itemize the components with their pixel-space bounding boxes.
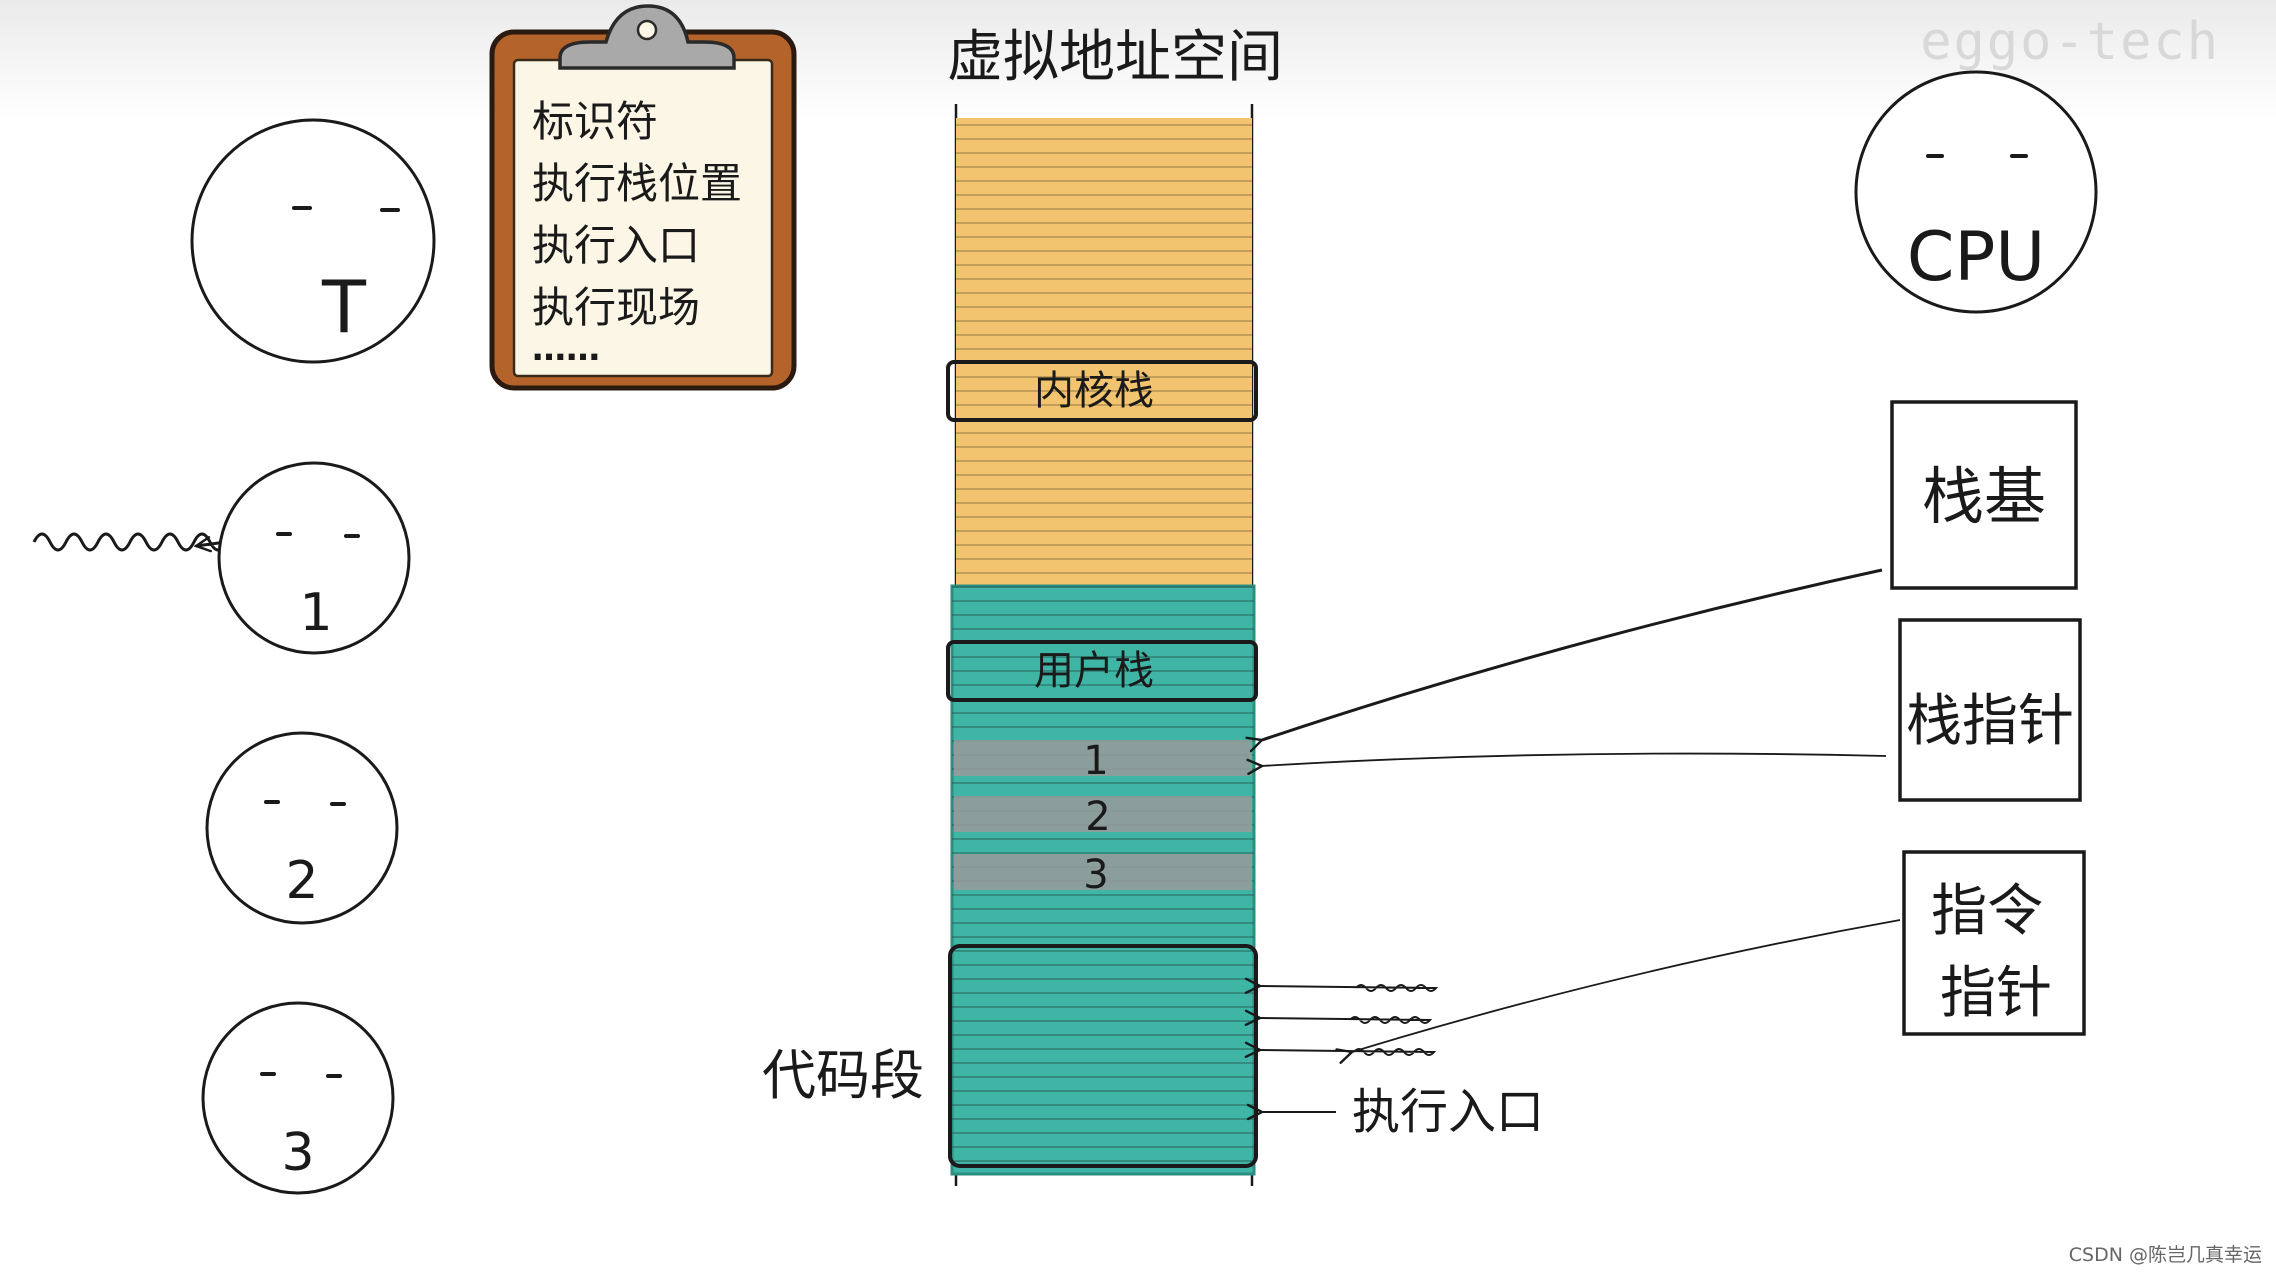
stack-frame-1-band xyxy=(954,740,1252,776)
stack-frame-2: 2 xyxy=(954,794,1252,840)
clipboard-item-context: 执行现场 xyxy=(532,283,700,332)
instruction-pointer-arrow xyxy=(1352,919,1901,1052)
register-stack-pointer-label: 栈指针 xyxy=(1906,689,2074,754)
watermark: eggo-tech xyxy=(1920,12,2220,72)
stack-base-arrow xyxy=(1262,568,1883,740)
instruction-squiggle-1 xyxy=(1260,985,1439,991)
kernel-region-lines xyxy=(956,118,1252,588)
register-instruction-pointer: 指令 指针 xyxy=(1902,850,2086,1036)
cpu-label: CPU xyxy=(1907,218,2045,297)
title: 虚拟地址空间 xyxy=(947,25,1283,90)
instruction-squiggle-3 xyxy=(1260,1049,1437,1055)
kernel-stack-box: 内核栈 xyxy=(946,360,1258,422)
thread-main-label: T xyxy=(321,265,367,349)
thread-1-face: 1 xyxy=(217,461,411,655)
user-stack-box: 用户栈 xyxy=(946,640,1258,702)
stack-pointer-arrow xyxy=(1262,752,1887,766)
ip-label-line-2: 指针 xyxy=(1940,961,2052,1026)
register-stack-base: 栈基 xyxy=(1890,400,2078,590)
register-stack-base-label: 栈基 xyxy=(1922,460,2046,533)
kernel-region xyxy=(956,118,1252,588)
thread-main-face: T xyxy=(190,118,436,364)
thread-3-face: 3 xyxy=(201,1001,395,1195)
code-segment-label: 代码段 xyxy=(762,1044,924,1107)
stack-frame-3: 3 xyxy=(954,852,1252,898)
ip-label-line-1: 指令 xyxy=(1931,879,2043,944)
instruction-squiggle-2 xyxy=(1260,1017,1433,1023)
kernel-stack-label: 内核栈 xyxy=(1034,368,1154,414)
clipboard-item-entry: 执行入口 xyxy=(532,221,700,270)
cpu-face: CPU xyxy=(1854,70,2098,314)
thread-1-label: 1 xyxy=(299,583,332,643)
stack-frame-2-band xyxy=(954,796,1252,832)
credit-text: CSDN @陈岂几真幸运 xyxy=(2068,1244,2262,1266)
user-stack-label: 用户栈 xyxy=(1034,648,1154,694)
thread-3-label: 3 xyxy=(281,1123,314,1183)
thread-2-face: 2 xyxy=(205,731,399,925)
stack-frame-1-label: 1 xyxy=(1083,738,1108,784)
thread-info-clipboard: 标识符 执行栈位置 执行入口 执行现场 …… xyxy=(489,4,797,391)
clipboard-item-more: …… xyxy=(532,329,600,369)
register-stack-pointer: 栈指针 xyxy=(1898,618,2082,802)
entry-label: 执行入口 xyxy=(1352,1084,1544,1140)
register-instruction-pointer-label: 指令 指针 xyxy=(1931,879,2061,1026)
execution-squiggle-arrow xyxy=(32,532,229,550)
stack-frame-3-label: 3 xyxy=(1083,852,1108,898)
clipboard-item-stack: 执行栈位置 xyxy=(532,159,742,208)
stack-frame-3-band xyxy=(954,854,1252,890)
stack-frame-2-label: 2 xyxy=(1085,794,1110,840)
clip-hole xyxy=(636,19,658,41)
clipboard-item-id: 标识符 xyxy=(532,97,658,146)
thread-2-label: 2 xyxy=(285,851,318,911)
stack-frame-1: 1 xyxy=(954,738,1252,784)
